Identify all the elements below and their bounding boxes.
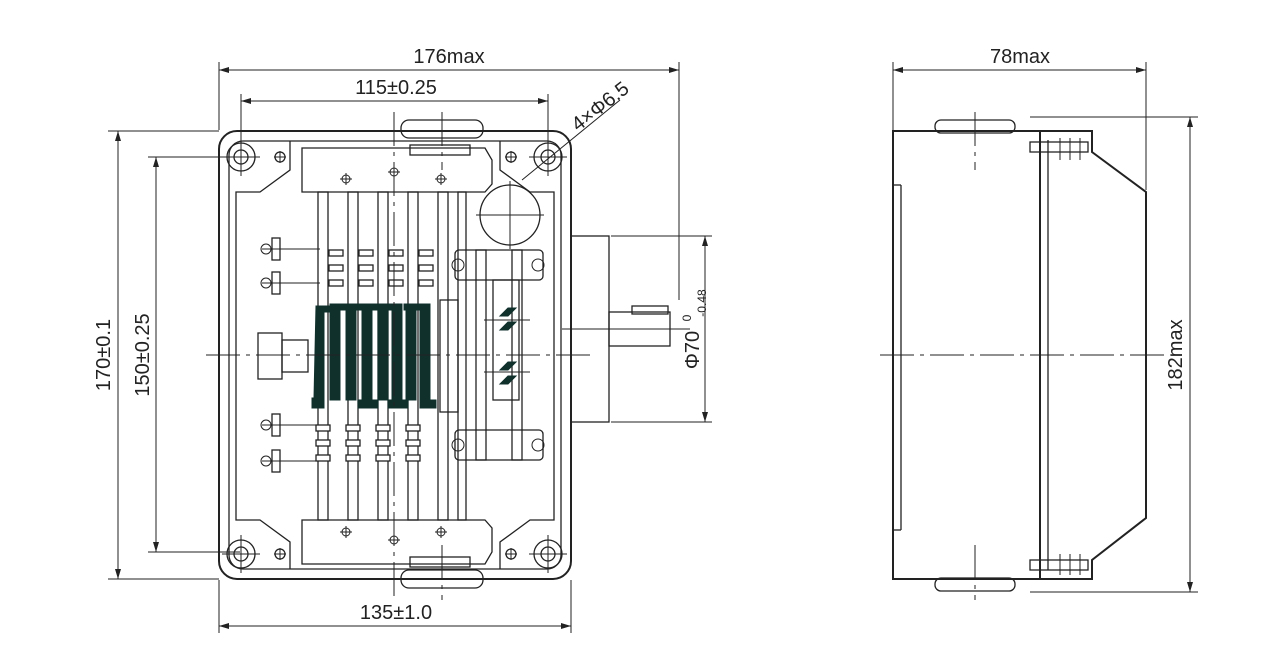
- dim-label-hole-callout: 4×Φ6.5: [568, 78, 634, 136]
- dim-label-flange-tol-upper: 0: [680, 314, 694, 321]
- left-shaft-stub: [257, 332, 309, 380]
- flange-shaft: [562, 235, 712, 423]
- screw-tl: [274, 151, 286, 163]
- contact-rows: [315, 249, 434, 462]
- screw-tr: [505, 151, 517, 163]
- dim-mount-height: 150±0.25: [132, 156, 240, 553]
- front-view: 176max 115±0.25 4×Φ6.5 135±1.0 170±0.1: [93, 46, 712, 633]
- dim-label-flange-tol-lower: -0.48: [695, 289, 709, 317]
- dim-base-width: 135±1.0: [218, 580, 572, 633]
- mount-hole-br: [529, 535, 567, 573]
- dim-label-overall-width: 176max: [413, 46, 484, 68]
- screw-br: [505, 548, 517, 560]
- top-terminal-bar: [301, 144, 493, 193]
- gasket-outline: [235, 141, 555, 569]
- side-hinge-bottom: [1029, 554, 1089, 575]
- dim-side-depth: 78max: [892, 46, 1147, 190]
- dim-label-mount-width: 115±0.25: [355, 77, 437, 99]
- right-mechanism: [439, 279, 530, 413]
- dim-label-side-depth: 78max: [990, 46, 1050, 68]
- dim-overall-height: 170±0.1: [93, 130, 219, 580]
- side-body-outline: [892, 130, 1041, 580]
- dim-side-height: 182max: [1030, 116, 1198, 593]
- dim-label-mount-height: 150±0.25: [132, 313, 154, 396]
- dim-label-side-height: 182max: [1165, 319, 1187, 390]
- side-hinge-top: [1029, 138, 1089, 160]
- mount-hole-tr: [529, 138, 567, 176]
- dim-flange-dia: Φ70 0 -0.48: [680, 236, 709, 422]
- side-view: 78max 182max: [880, 46, 1198, 600]
- dim-label-base-width: 135±1.0: [360, 602, 432, 624]
- dim-mount-width: 115±0.25: [240, 77, 549, 140]
- bottom-terminal-bar: [301, 519, 493, 568]
- inspection-window: [476, 181, 544, 249]
- dim-hole-callout: 4×Φ6.5: [521, 78, 634, 181]
- screw-bl: [274, 548, 286, 560]
- dim-label-overall-height: 170±0.1: [93, 319, 115, 391]
- dim-overall-width: 176max: [218, 46, 680, 300]
- dim-label-flange-dia: Φ70: [682, 331, 704, 369]
- left-terminals: [260, 237, 320, 473]
- cam-switch-block: [311, 303, 437, 409]
- mount-hole-bl: [222, 535, 260, 573]
